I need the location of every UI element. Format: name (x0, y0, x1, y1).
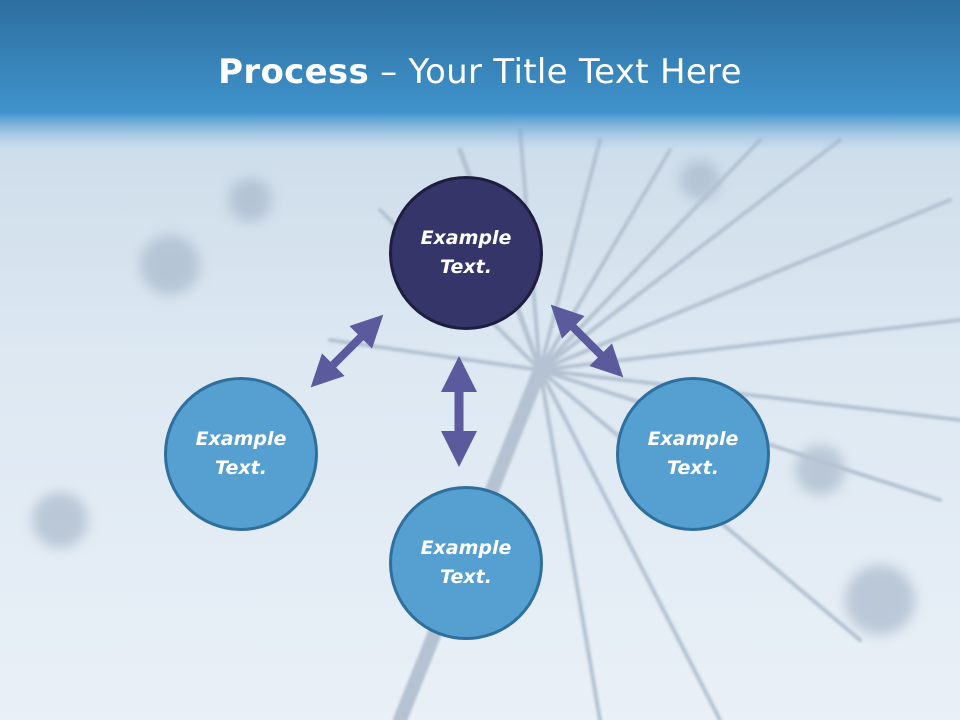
title-bold: Process (218, 52, 370, 92)
page-title: Process – Your Title Text Here (0, 52, 960, 92)
node-left-line1: Example (195, 428, 287, 450)
node-bottom-line2: Text. (440, 566, 492, 588)
node-left-line2: Text. (215, 457, 267, 479)
title-rest: – Your Title Text Here (369, 52, 742, 92)
node-right-line2: Text. (667, 457, 719, 479)
node-bottom-line1: Example (420, 537, 512, 559)
arrow-top-left (310, 314, 384, 388)
node-top-line1: Example (420, 227, 512, 249)
arrow-top-right (550, 304, 624, 378)
node-right-line1: Example (647, 428, 739, 450)
node-top-line2: Text. (440, 256, 492, 278)
